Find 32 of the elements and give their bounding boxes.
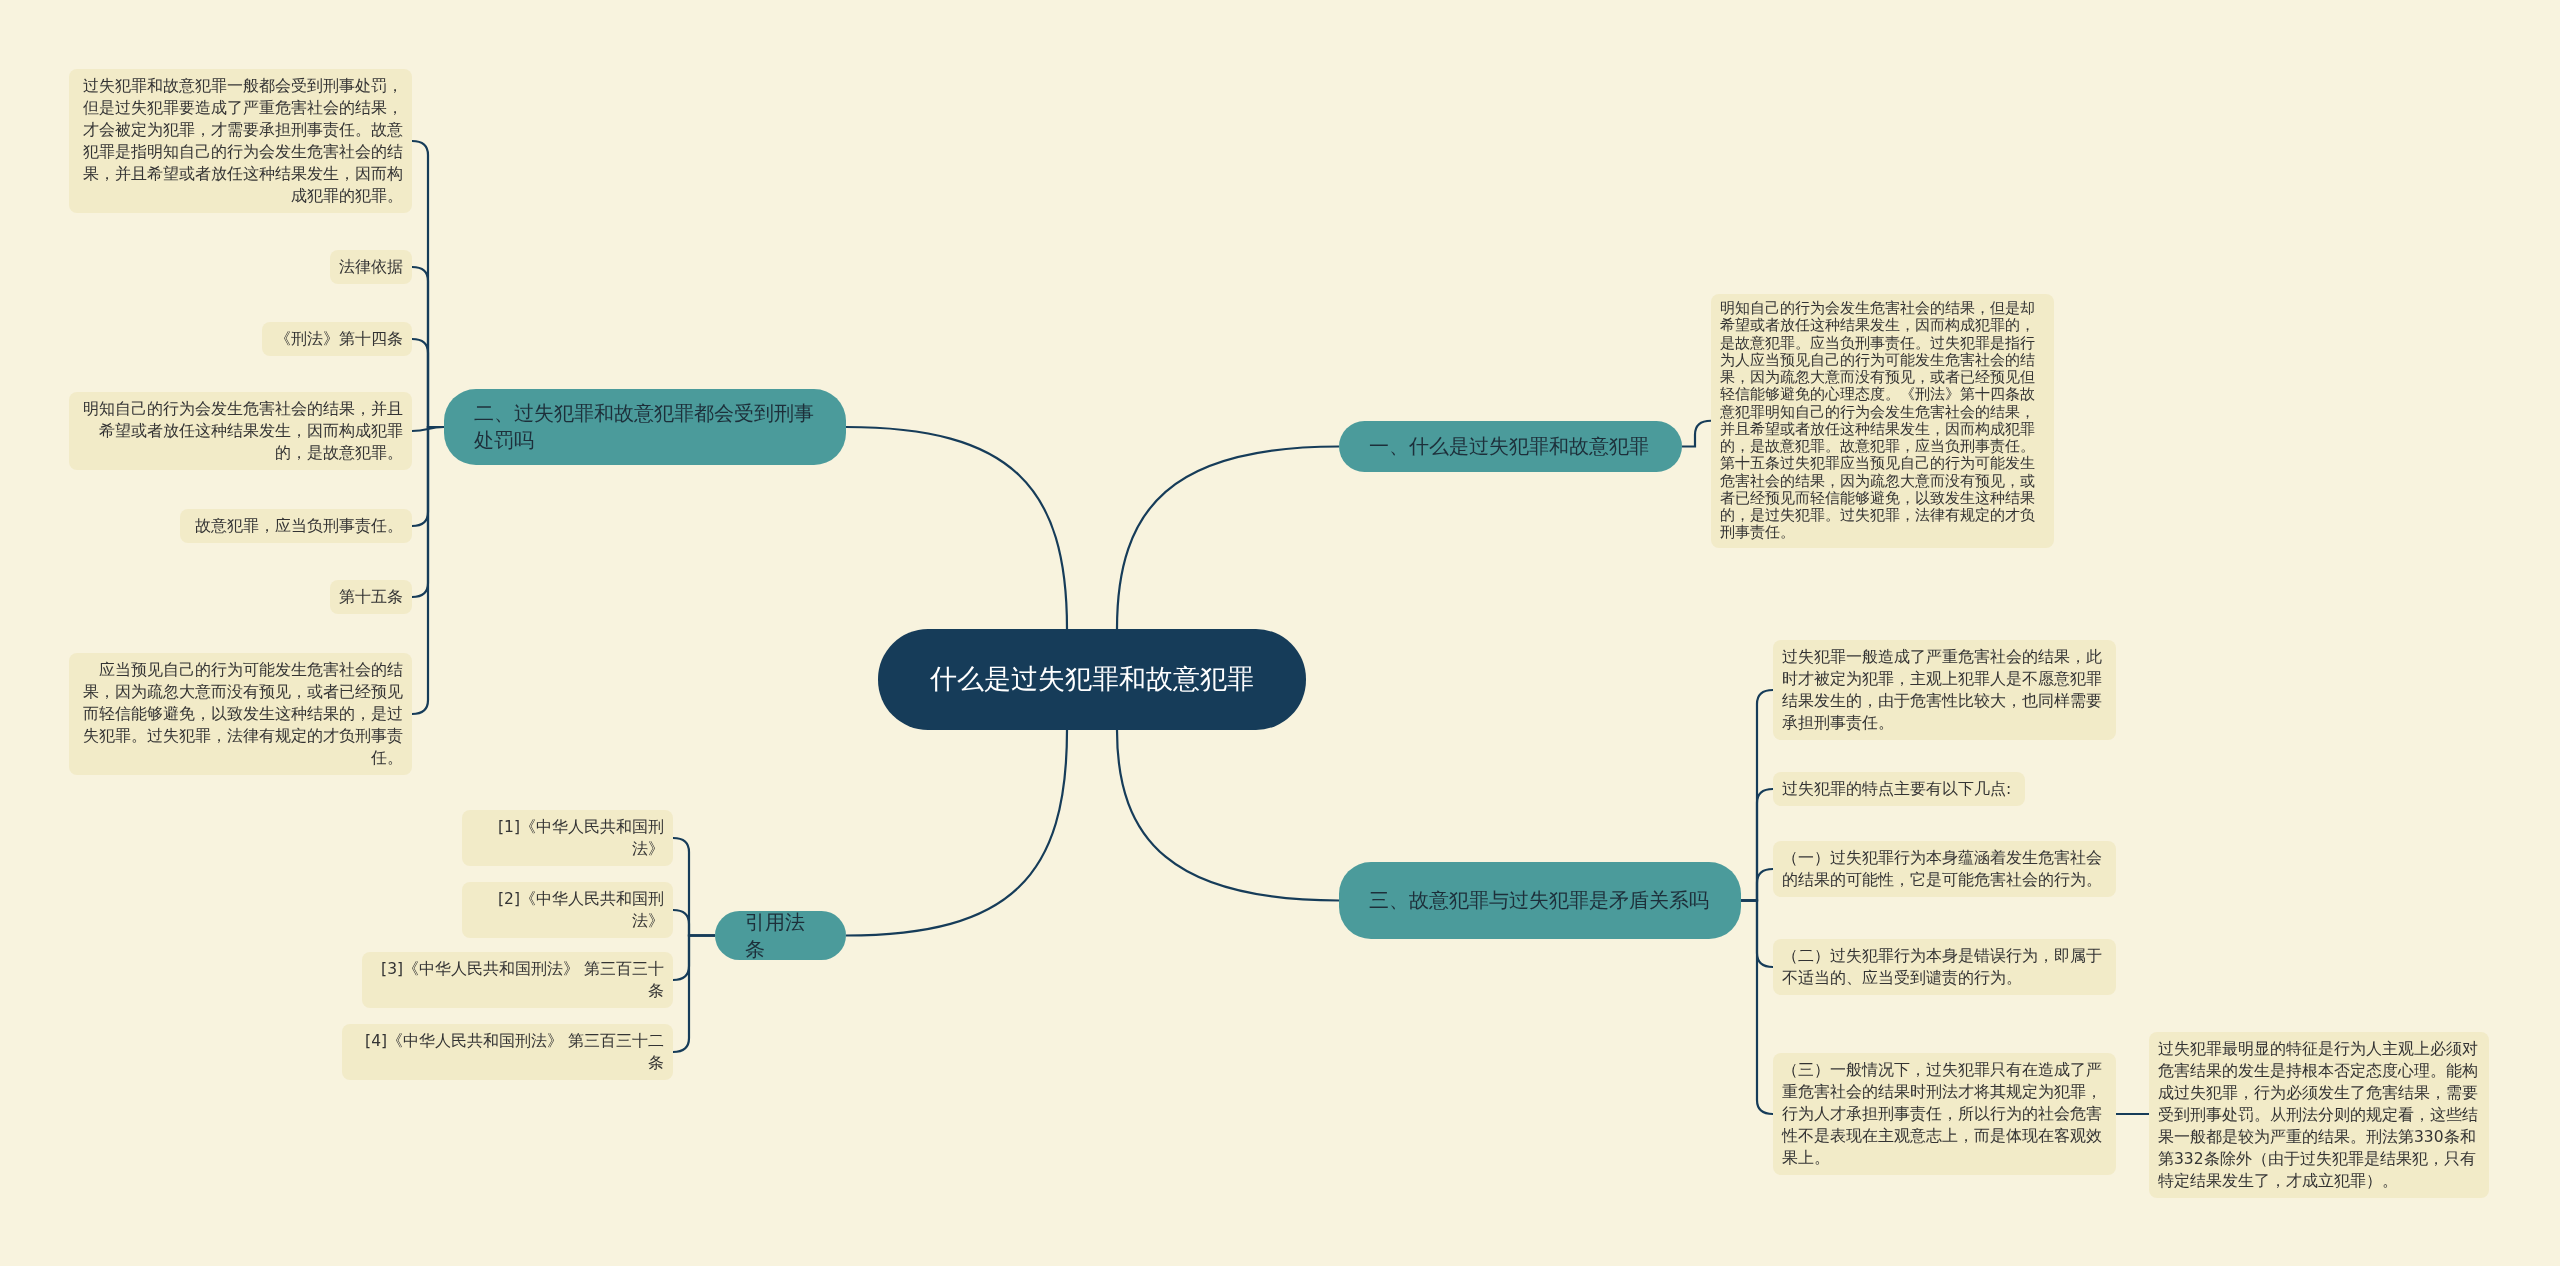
- connector-line: [1115, 729, 1340, 902]
- connector-line: [2116, 1112, 2149, 1116]
- topic-pill: 三、故意犯罪与过失犯罪是矛盾关系吗: [1339, 862, 1741, 939]
- text-box: [3]《中华人民共和国刑法》 第三百三十条: [362, 952, 673, 1008]
- text-box: 第十五条: [330, 580, 412, 614]
- connector-line: [1682, 419, 1712, 448]
- connector-line: [672, 934, 715, 1054]
- text-box: 法律依据: [330, 250, 412, 284]
- text-box: （二）过失犯罪行为本身是错误行为，即属于不适当的、应当受到谴责的行为。: [1773, 939, 2116, 995]
- connector-line: [845, 729, 1069, 937]
- connector-line: [1741, 899, 1774, 1116]
- topic-pill: 二、过失犯罪和故意犯罪都会受到刑事处罚吗: [444, 389, 846, 465]
- connector-line: [411, 425, 444, 716]
- text-box: 过失犯罪和故意犯罪一般都会受到刑事处罚，但是过失犯罪要造成了严重危害社会的结果，才会被定为犯罪，才需要承担刑事责任。故意犯罪是指明知自己的行为会发生危害社会的结果，并且希望或者放任这种结果发生，因而构成犯罪的犯罪。: [69, 69, 412, 213]
- text-box: 应当预见自己的行为可能发生危害社会的结果，因为疏忽大意而没有预见，或者已经预见而轻信能够避免，以致发生这种结果的，是过失犯罪。过失犯罪，法律有规定的才负刑事责任。: [69, 653, 412, 775]
- text-box: （三）一般情况下，过失犯罪只有在造成了严重危害社会的结果时刑法才将其规定为犯罪，行为人才承担刑事责任，所以行为的社会危害性不是表现在主观意志上，而是体现在客观效果上。: [1773, 1053, 2116, 1175]
- text-box: [2]《中华人民共和国刑法》: [462, 882, 673, 938]
- text-box: [4]《中华人民共和国刑法》 第三百三十二条: [342, 1024, 673, 1080]
- text-box: 过失犯罪最明显的特征是行为人主观上必须对危害结果的发生是持根本否定态度心理。能构成过失犯罪，行为必须发生了危害结果，需要受到刑事处罚。从刑法分则的规定看，这些结果一般都是较为严重的结果。刑法第330条和第332条除外（由于过失犯罪是结果犯，只有特定结果发生了，才成立犯罪）。: [2149, 1032, 2489, 1198]
- text-box: 明知自己的行为会发生危害社会的结果，但是却希望或者放任这种结果发生，因而构成犯罪的，是故意犯罪。应当负刑事责任。过失犯罪是指行为人应当预见自己的行为可能发生危害社会的结果，因为疏忽大意而没有预见，或者已经预见但轻信能够避免的心理态度。《刑法》第十四条故意犯罪明知自己的行为会发生危害社会的结果，并且希望或者放任这种结果发生，因而构成犯罪的，是故意犯罪。故意犯罪，应当负刑事责任。第十五条过失犯罪应当预见自己的行为可能发生危害社会的结果，因为疏忽大意而没有预见，或者已经预见而轻信能够避免，以致发生这种结果的，是过失犯罪。过失犯罪，法律有规定的才负刑事责任。: [1711, 294, 2054, 548]
- text-box: 过失犯罪的特点主要有以下几点:: [1773, 772, 2025, 806]
- connector-line: [1115, 445, 1340, 630]
- text-box: [1]《中华人民共和国刑法》: [462, 810, 673, 866]
- text-box: 明知自己的行为会发生危害社会的结果，并且希望或者放任这种结果发生，因而构成犯罪的，是故意犯罪。: [69, 392, 412, 470]
- text-box: 过失犯罪一般造成了严重危害社会的结果，此时才被定为犯罪，主观上犯罪人是不愿意犯罪结果发生的，由于危害性比较大，也同样需要承担刑事责任。: [1773, 640, 2116, 740]
- text-box: 故意犯罪，应当负刑事责任。: [180, 509, 412, 543]
- topic-pill: 引用法条: [715, 911, 846, 960]
- central-topic: 什么是过失犯罪和故意犯罪: [878, 629, 1306, 730]
- connector-line: [845, 425, 1069, 630]
- topic-pill: 一、什么是过失犯罪和故意犯罪: [1339, 421, 1682, 472]
- text-box: （一）过失犯罪行为本身蕴涵着发生危害社会的结果的可能性，它是可能危害社会的行为。: [1773, 841, 2116, 897]
- text-box: 《刑法》第十四条: [262, 322, 412, 356]
